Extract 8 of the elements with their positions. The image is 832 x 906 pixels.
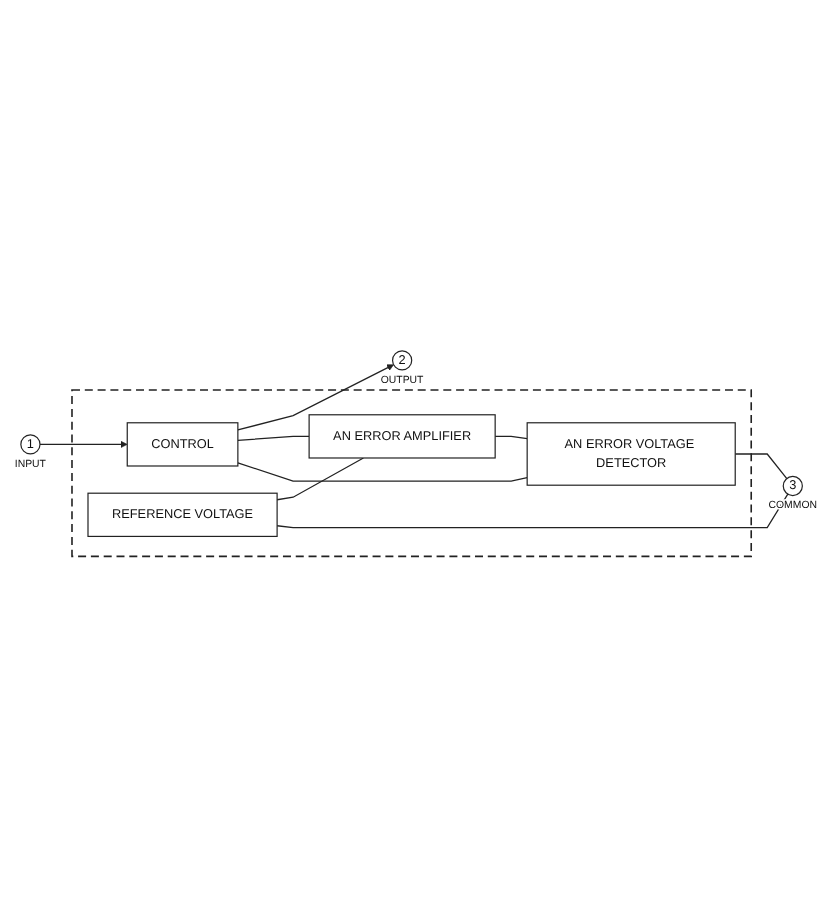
- connector-line: [237, 435, 310, 441]
- connector-line: [734, 452, 788, 479]
- connector-line: [276, 456, 365, 500]
- connector-line: [39, 440, 128, 448]
- connector-line: [237, 461, 528, 482]
- connector-line: [276, 492, 789, 528]
- connector-line: [237, 363, 394, 430]
- connector-line: [494, 435, 528, 439]
